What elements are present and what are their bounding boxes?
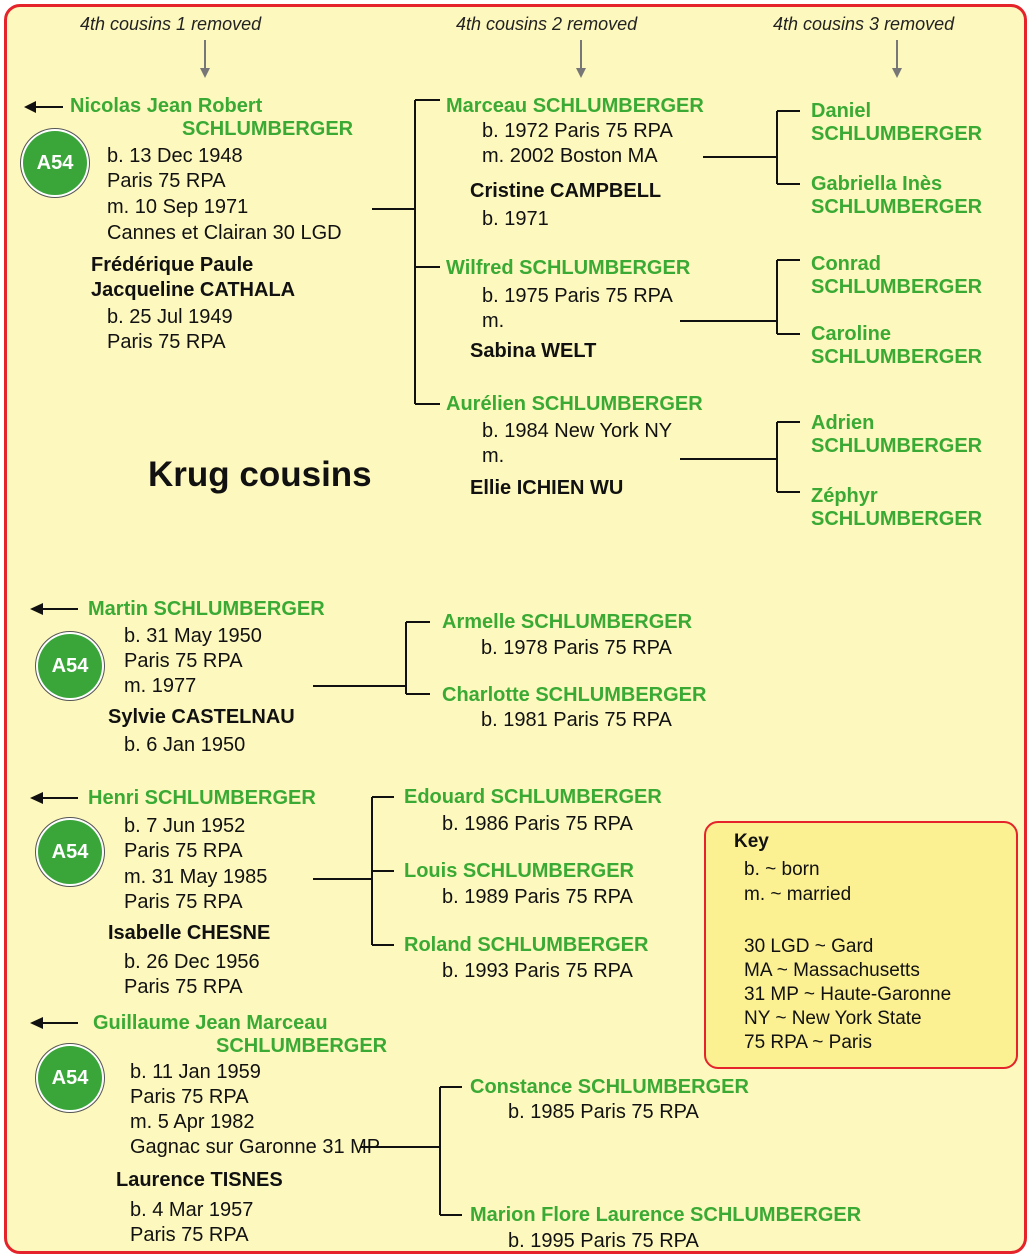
person-name: SCHLUMBERGER [182, 118, 354, 140]
birth-info: b. 7 Jun 1952 [124, 815, 246, 837]
spouse-name: Laurence TISNES [116, 1169, 283, 1191]
marriage-place: Gagnac sur Garonne 31 MP [130, 1136, 381, 1158]
grandchild-name: Caroline [811, 323, 892, 345]
child-birth: b. 1975 Paris 75 RPA [482, 285, 673, 307]
left-arrows [24, 101, 78, 1029]
header-gen3: 4th cousins 3 removed [773, 14, 955, 34]
spouse-birth-place: Paris 75 RPA [124, 976, 243, 998]
header-gen2: 4th cousins 2 removed [456, 14, 638, 34]
marriage-info: m. 1977 [124, 675, 197, 697]
person-name: Nicolas Jean Robert [70, 95, 263, 117]
child-birth: b. 1978 Paris 75 RPA [481, 637, 672, 659]
child-name: Edouard SCHLUMBERGER [404, 786, 662, 808]
marriage-place: Cannes et Clairan 30 LGD [107, 222, 342, 244]
key-item: m. ~ married [744, 884, 852, 905]
grandchild-name: Daniel [811, 100, 872, 122]
child-name: Marceau SCHLUMBERGER [446, 95, 704, 117]
child-spouse: Sabina WELT [470, 340, 597, 362]
birth-place: Paris 75 RPA [107, 170, 226, 192]
child-name: Charlotte SCHLUMBERGER [442, 684, 707, 706]
grandchild-name: SCHLUMBERGER [811, 276, 983, 298]
child-name: Marion Flore Laurence SCHLUMBERGER [470, 1204, 862, 1226]
grandchild-name: Gabriella Inès [811, 173, 943, 195]
child-spouse-birth: b. 1971 [482, 208, 549, 230]
key-item: b. ~ born [744, 859, 820, 880]
generation-badge: A54 [38, 1046, 102, 1110]
grandchild-name: SCHLUMBERGER [811, 196, 983, 218]
grandchild-name: Conrad [811, 253, 881, 275]
spouse-name: Frédérique Paule [91, 254, 254, 276]
marriage-place: Paris 75 RPA [124, 891, 243, 913]
child-name: Louis SCHLUMBERGER [404, 860, 634, 882]
person-name: Henri SCHLUMBERGER [88, 787, 316, 809]
child-birth: b. 1984 New York NY [482, 420, 673, 442]
birth-place: Paris 75 RPA [124, 840, 243, 862]
chart-title: Krug cousins [148, 455, 372, 494]
key-item: 31 MP ~ Haute-Garonne [744, 984, 952, 1005]
child-marriage: m. 2002 Boston MA [482, 145, 658, 167]
key-box: Key b. ~ born m. ~ married 30 LGD ~ Gard… [704, 821, 1018, 1069]
child-marriage: m. [482, 445, 505, 467]
child-spouse: Cristine CAMPBELL [470, 180, 662, 202]
birth-place: Paris 75 RPA [124, 650, 243, 672]
birth-info: b. 13 Dec 1948 [107, 145, 243, 167]
child-birth: b. 1985 Paris 75 RPA [508, 1101, 699, 1123]
child-birth: b. 1986 Paris 75 RPA [442, 813, 633, 835]
header-gen1: 4th cousins 1 removed [80, 14, 262, 34]
birth-info: b. 11 Jan 1959 [130, 1061, 261, 1083]
child-birth: b. 1972 Paris 75 RPA [482, 120, 673, 142]
birth-place: Paris 75 RPA [130, 1086, 249, 1108]
spouse-name: Jacqueline CATHALA [91, 279, 296, 301]
spouse-name: Isabelle CHESNE [108, 922, 271, 944]
marriage-info: m. 31 May 1985 [124, 866, 268, 888]
child-birth: b. 1993 Paris 75 RPA [442, 960, 633, 982]
child-birth: b. 1981 Paris 75 RPA [481, 709, 672, 731]
key-item: 30 LGD ~ Gard [744, 936, 874, 957]
spouse-birth-place: Paris 75 RPA [107, 331, 226, 353]
child-name: Armelle SCHLUMBERGER [442, 611, 693, 633]
generation-badge: A54 [38, 820, 102, 884]
generation-badge: A54 [23, 131, 87, 195]
key-item: 75 RPA ~ Paris [744, 1032, 872, 1053]
spouse-birth: b. 6 Jan 1950 [124, 734, 246, 756]
spouse-birth-place: Paris 75 RPA [130, 1224, 249, 1246]
spouse-birth: b. 25 Jul 1949 [107, 306, 233, 328]
birth-info: b. 31 May 1950 [124, 625, 262, 647]
marriage-info: m. 5 Apr 1982 [130, 1111, 255, 1133]
person-name: SCHLUMBERGER [216, 1035, 388, 1057]
child-spouse: Ellie ICHIEN WU [470, 477, 624, 499]
grandchild-name: Zéphyr [811, 485, 878, 507]
grandchild-name: SCHLUMBERGER [811, 123, 983, 145]
person-name: Martin SCHLUMBERGER [88, 598, 325, 620]
spouse-name: Sylvie CASTELNAU [108, 706, 295, 728]
grandchild-name: SCHLUMBERGER [811, 508, 983, 530]
child-name: Roland SCHLUMBERGER [404, 934, 649, 956]
child-birth: b. 1989 Paris 75 RPA [442, 886, 633, 908]
child-name: Constance SCHLUMBERGER [470, 1076, 749, 1098]
generation-badge: A54 [38, 634, 102, 698]
marriage-info: m. 10 Sep 1971 [107, 196, 249, 218]
child-name: Aurélien SCHLUMBERGER [446, 393, 703, 415]
spouse-birth: b. 4 Mar 1957 [130, 1199, 254, 1221]
child-name: Wilfred SCHLUMBERGER [446, 257, 691, 279]
key-item: MA ~ Massachusetts [744, 960, 920, 981]
key-title: Key [734, 831, 769, 852]
key-item: NY ~ New York State [744, 1008, 922, 1029]
child-birth: b. 1995 Paris 75 RPA [508, 1230, 699, 1252]
spouse-birth: b. 26 Dec 1956 [124, 951, 260, 973]
grandchild-name: Adrien [811, 412, 875, 434]
child-marriage: m. [482, 310, 505, 332]
grandchild-name: SCHLUMBERGER [811, 435, 983, 457]
grandchild-name: SCHLUMBERGER [811, 346, 983, 368]
person-name: Guillaume Jean Marceau [93, 1012, 328, 1034]
header-arrows [200, 40, 902, 78]
